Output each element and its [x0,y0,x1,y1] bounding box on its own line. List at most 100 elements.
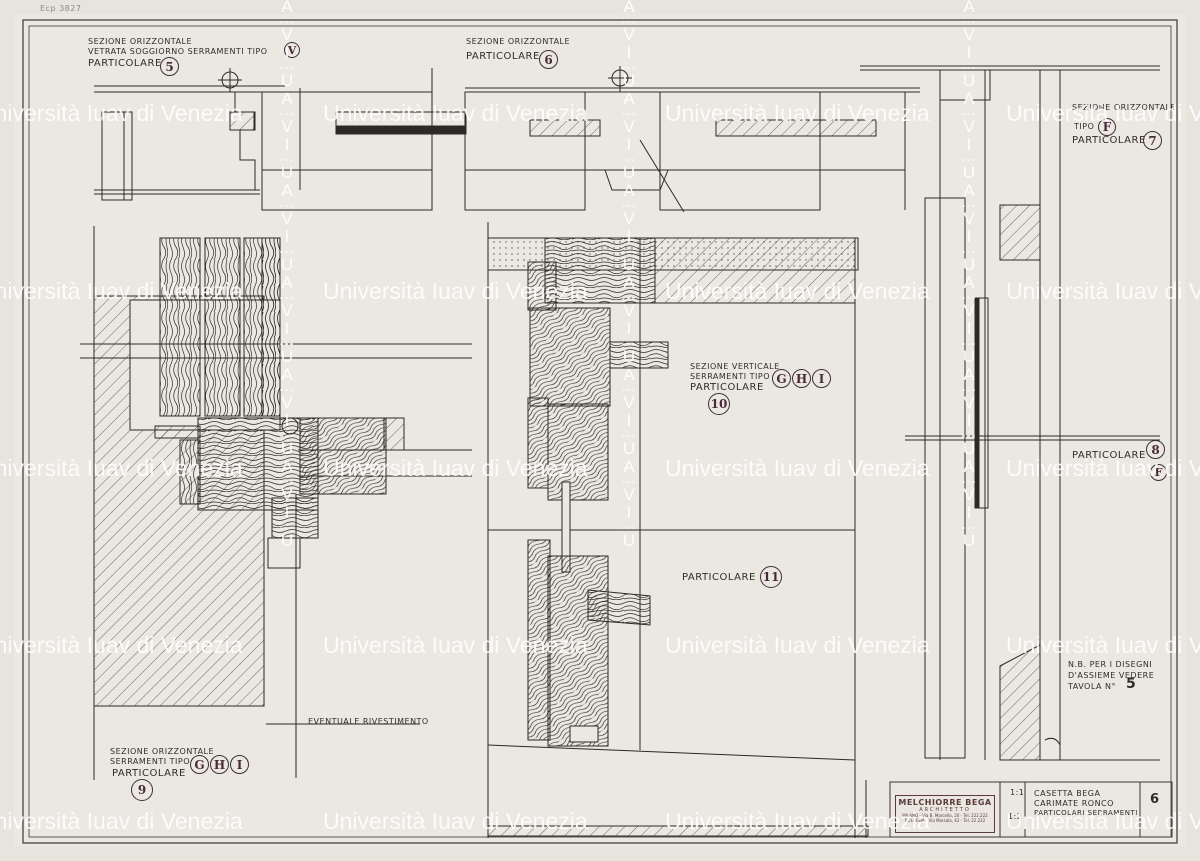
watermark-letter: U [280,163,294,182]
watermark-text: Università Iuav di Venezia [665,455,930,481]
project-location: CARIMATE RONCO [1034,799,1114,808]
detail-8-number: 8 [1146,440,1165,459]
watermark-letter: I [966,319,972,338]
watermark-dash: --- [621,244,637,258]
detail-10-type-i: I [812,369,831,388]
watermark-text: Università Iuav di Venezia [323,100,588,126]
detail-8-type-badge: F [1150,464,1167,481]
watermark-letter: I [626,503,632,522]
watermark-dash: --- [279,520,295,534]
detail-7-title-line1: SEZIONE ORIZZONTALE [1072,103,1177,112]
watermark-letter: U [962,255,976,274]
architect-name: MELCHIORRE BEGA [898,798,992,807]
watermark-text: Università Iuav di Venezia [323,455,588,481]
watermark-text: Università Iuav di Venezia [1006,455,1200,481]
watermark-letter: I [626,411,632,430]
watermark-letter: I [284,411,290,430]
watermark-dash: --- [621,520,637,534]
watermark-text: Università Iuav di Venezia [665,100,930,126]
watermark-letter: U [962,71,976,90]
watermark-letter: A [623,181,635,200]
detail-11-word: PARTICOLARE [682,572,756,583]
title-block-frame [889,781,1173,838]
watermark-dash: --- [961,60,977,74]
watermark-letter: V [281,301,293,320]
detail-5-drawing [94,68,467,211]
watermark-letter: V [623,301,635,320]
architect-role: ARCHITETTO [919,807,971,813]
watermark-letter: A [963,89,975,108]
watermark-dash: --- [621,198,637,212]
detail-10-title-line2: SERRAMENTI TIPO [690,372,770,381]
architect-stamp: MELCHIORRE BEGA ARCHITETTO MILANO - Via … [895,795,995,833]
watermark-letter: U [622,531,636,550]
watermark-text: Università Iuav di Venezia [665,808,930,834]
watermark-letter: I [626,319,632,338]
scale-1: 1:1 [1010,788,1025,797]
detail-7-type-word: TIPO [1074,122,1095,131]
watermark-dash: --- [279,152,295,166]
watermark-letter: A [963,457,975,476]
detail-9-drawing [80,226,472,780]
watermark-dash: --- [279,244,295,258]
watermark-dash: --- [961,14,977,28]
watermark-letter: V [963,117,975,136]
watermark-letter: V [281,209,293,228]
watermark-letter: I [284,43,290,62]
watermark-letter: U [280,531,294,550]
watermark-letter: I [966,43,972,62]
watermark-letter: I [966,503,972,522]
watermark-dash: --- [621,60,637,74]
note-line2: D'ASSIEME VEDERE [1068,671,1155,680]
watermark-letter: V [623,209,635,228]
watermark-letter: A [623,273,635,292]
watermark-dash: --- [279,60,295,74]
watermark-letter: I [626,227,632,246]
watermark-dash: --- [961,520,977,534]
watermark-letter: V [963,301,975,320]
watermark-dash: --- [621,14,637,28]
watermark-dash: --- [961,290,977,304]
detail-7-type-badge: F [1098,118,1116,136]
watermark-dash: --- [279,382,295,396]
detail-7-number: 7 [1143,131,1162,150]
watermark-letter: U [962,531,976,550]
detail-5-number: 5 [160,57,179,76]
watermark-text: Università Iuav di Venezia [323,632,588,658]
watermark-dash: --- [961,428,977,442]
watermark-letter: I [966,135,972,154]
watermark-text: Università Iuav di Venezia [323,808,588,834]
watermark-dash: --- [621,428,637,442]
note-sheet-number: 5 [1126,676,1137,692]
watermark-dash: --- [621,106,637,120]
watermark-dash: --- [279,198,295,212]
watermark-dash: --- [961,336,977,350]
watermark-letter: V [623,393,635,412]
watermark-dash: --- [279,474,295,488]
watermark-dash: --- [961,244,977,258]
detail-9-title-line2: SERRAMENTI TIPO [110,757,190,766]
watermark-letter: I [284,503,290,522]
detail-5-title-line1: SEZIONE ORIZZONTALE [88,37,193,46]
watermark-letter: V [281,25,293,44]
detail-7-8-drawing [860,65,1160,761]
watermark-letter: I [966,411,972,430]
watermark-letter: V [963,25,975,44]
watermark-text: Università Iuav di Venezia [0,455,243,481]
watermark-text: Università Iuav di Venezia [323,278,588,304]
watermark-letter: U [622,439,636,458]
watermark-dash: --- [279,290,295,304]
watermark-letter: U [622,347,636,366]
architect-address-1: MILANO - Via B. Marcello, 20 - Tel. 222.… [902,813,988,818]
watermark-dash: --- [961,106,977,120]
sheet-number: 6 [1150,792,1160,807]
detail-5-title-line2: VETRATA SOGGIORNO SERRAMENTI TIPO [88,47,268,56]
watermark-dash: --- [279,428,295,442]
project-name: CASETTA BEGA [1034,789,1101,798]
watermark-letter: A [281,0,293,16]
watermark-letter: A [281,273,293,292]
watermark-letter: U [622,163,636,182]
watermark-letter: V [963,209,975,228]
